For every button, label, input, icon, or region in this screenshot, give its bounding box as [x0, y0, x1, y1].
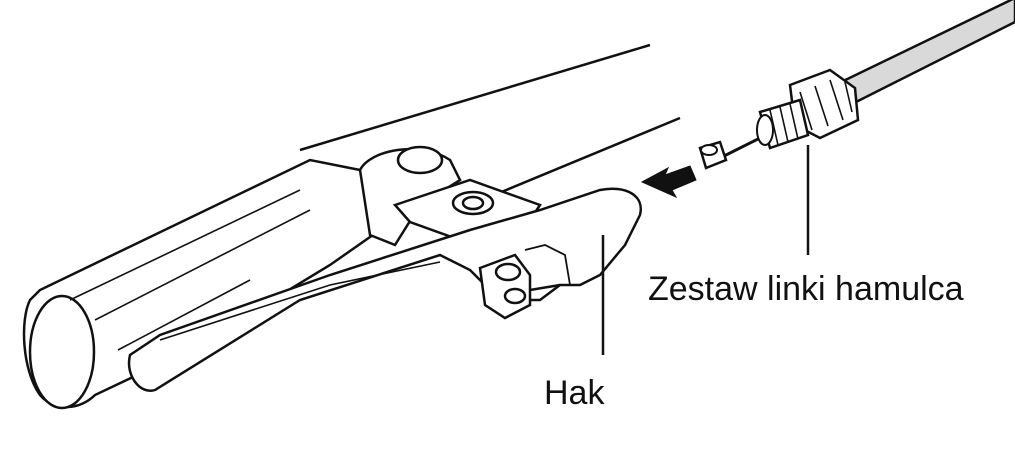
handlebar: [299, 43, 681, 207]
hook-label: Hak: [544, 374, 605, 412]
handlebar-grip: [22, 158, 382, 410]
brake-cable-set: [698, 0, 1015, 170]
leader-lines: [601, 145, 810, 355]
arrow-left-icon: [640, 165, 697, 199]
cable-hook: [478, 253, 561, 320]
cable-set-label: Zestaw linki hamulca: [648, 270, 964, 308]
brake-lever-blade: [127, 187, 643, 392]
